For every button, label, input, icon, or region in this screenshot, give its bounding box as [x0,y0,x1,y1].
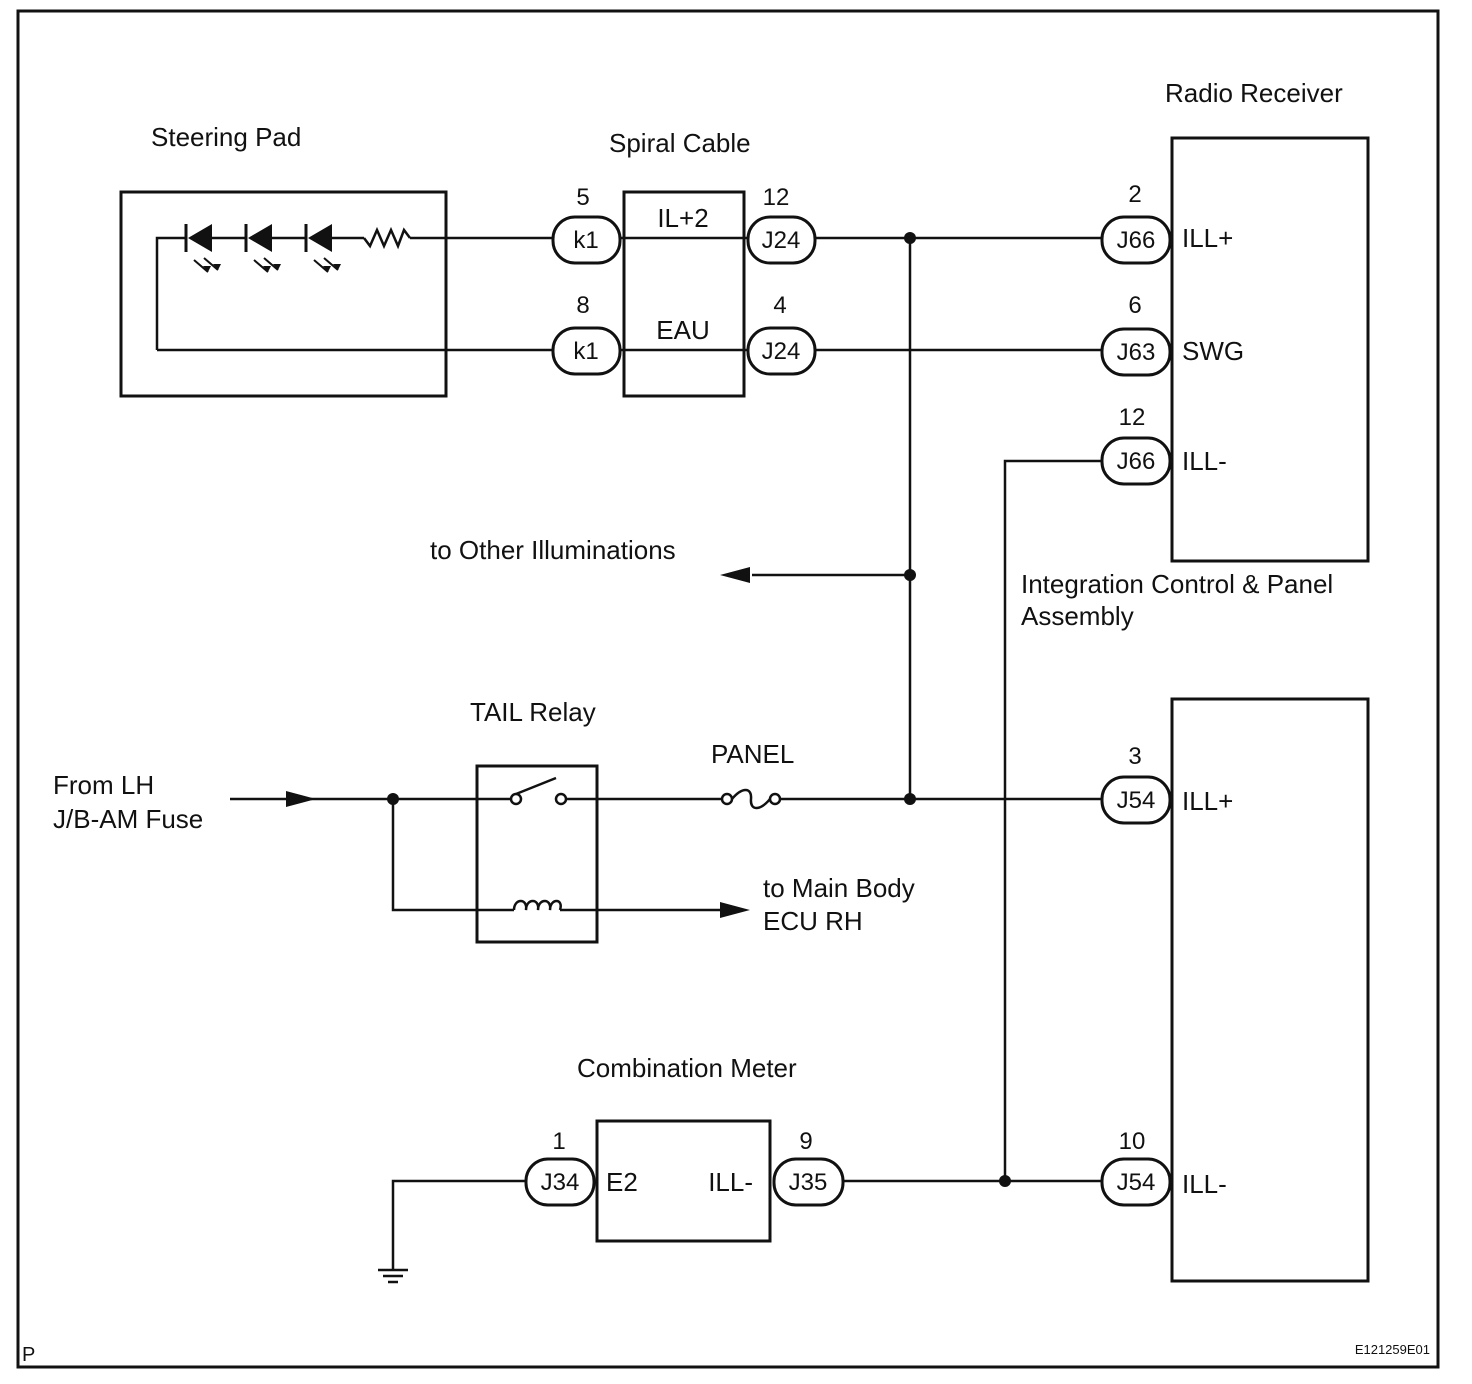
terminal-il-plus-2: IL+2 [657,203,708,233]
junction-dot-icon [999,1175,1011,1187]
panel-fuse-label: PANEL [711,739,794,769]
arrow-icon [720,902,750,918]
junction-dot-icon [387,793,399,805]
terminal-ill-plus: ILL+ [1182,223,1233,253]
connector-name: J54 [1117,787,1156,814]
arrow-icon [286,791,316,807]
terminal-eau: EAU [656,315,709,345]
terminal-ill-minus: ILL- [1182,446,1227,476]
integration-panel-box [1170,697,1370,1283]
junction-dot-icon [904,793,916,805]
junction-dot-icon [904,569,916,581]
connector-j24-bottom: J24 4 [746,292,817,376]
fuse-icon [720,788,782,810]
connector-j35: J35 9 [772,1128,845,1207]
radio-receiver-label: Radio Receiver [1165,78,1343,108]
pin-number: 6 [1128,292,1141,319]
pin-number: 12 [1119,404,1146,431]
connector-name: J66 [1117,448,1156,475]
ground-icon [378,1268,408,1284]
led-icon [304,224,341,273]
terminal-e2: E2 [606,1167,638,1197]
spiral-cable-label: Spiral Cable [609,128,751,158]
tail-relay-box [475,764,599,944]
other-illuminations-label: to Other Illuminations [430,535,676,565]
combination-meter-label: Combination Meter [577,1053,797,1083]
connector-name: J24 [762,338,801,365]
figure-code: E121259E01 [1355,1342,1430,1357]
relay-switch-icon [509,776,568,806]
integration-panel-label: Integration Control & Panel [1021,569,1333,599]
connector-name: J34 [541,1169,580,1196]
pin-number: 8 [576,292,589,319]
connector-name: k1 [573,338,598,365]
connector-j34: J34 1 [524,1128,596,1207]
resistor-icon [363,226,411,250]
connector-name: J66 [1117,227,1156,254]
connector-j66-top: J66 2 [1100,181,1172,265]
radio-receiver-box [1170,136,1370,563]
steering-pad-label: Steering Pad [151,122,301,152]
spiral-cable-box [622,190,746,398]
connector-k1-bottom: k1 8 [551,292,622,376]
terminal-ill-minus: ILL- [708,1167,753,1197]
integration-panel-label-line2: Assembly [1021,601,1134,631]
steering-pad-box [119,190,448,398]
power-source-label-line2: J/B-AM Fuse [53,804,203,834]
connector-j63: J63 6 [1100,292,1172,377]
page-marker: P [22,1344,35,1366]
led-icon [244,224,281,273]
relay-coil-icon [512,899,562,911]
connector-name: J24 [762,227,801,254]
tail-relay-label: TAIL Relay [470,697,596,727]
combination-meter-box [595,1119,772,1243]
connector-j54-top: J54 3 [1100,743,1172,825]
power-source-label: From LH [53,770,154,800]
terminal-ill-minus: ILL- [1182,1169,1227,1199]
terminal-swg: SWG [1182,336,1244,366]
connector-j24-top: J24 12 [746,184,817,265]
connector-name: J63 [1117,339,1156,366]
pin-number: 3 [1128,743,1141,770]
pin-number: 2 [1128,181,1141,208]
connector-name: J54 [1117,1169,1156,1196]
pin-number: 1 [552,1128,565,1155]
terminal-ill-plus: ILL+ [1182,786,1233,816]
main-body-ecu-label: to Main Body [763,873,915,903]
connector-name: k1 [573,227,598,254]
connector-j66-bottom: J66 12 [1100,404,1172,486]
wires [155,236,1102,1270]
pin-number: 4 [773,292,786,319]
arrow-icon [720,567,750,583]
pin-number: 5 [576,184,589,211]
diagram-frame [16,9,1440,1369]
main-body-ecu-label-line2: ECU RH [763,906,863,936]
connector-j54-bottom: J54 10 [1100,1128,1172,1207]
connector-k1-top: k1 5 [551,184,622,265]
pin-number: 12 [763,184,790,211]
connector-name: J35 [789,1169,828,1196]
pin-number: 9 [799,1128,812,1155]
pin-number: 10 [1119,1128,1146,1155]
led-icon [184,224,221,273]
junction-dot-icon [904,232,916,244]
